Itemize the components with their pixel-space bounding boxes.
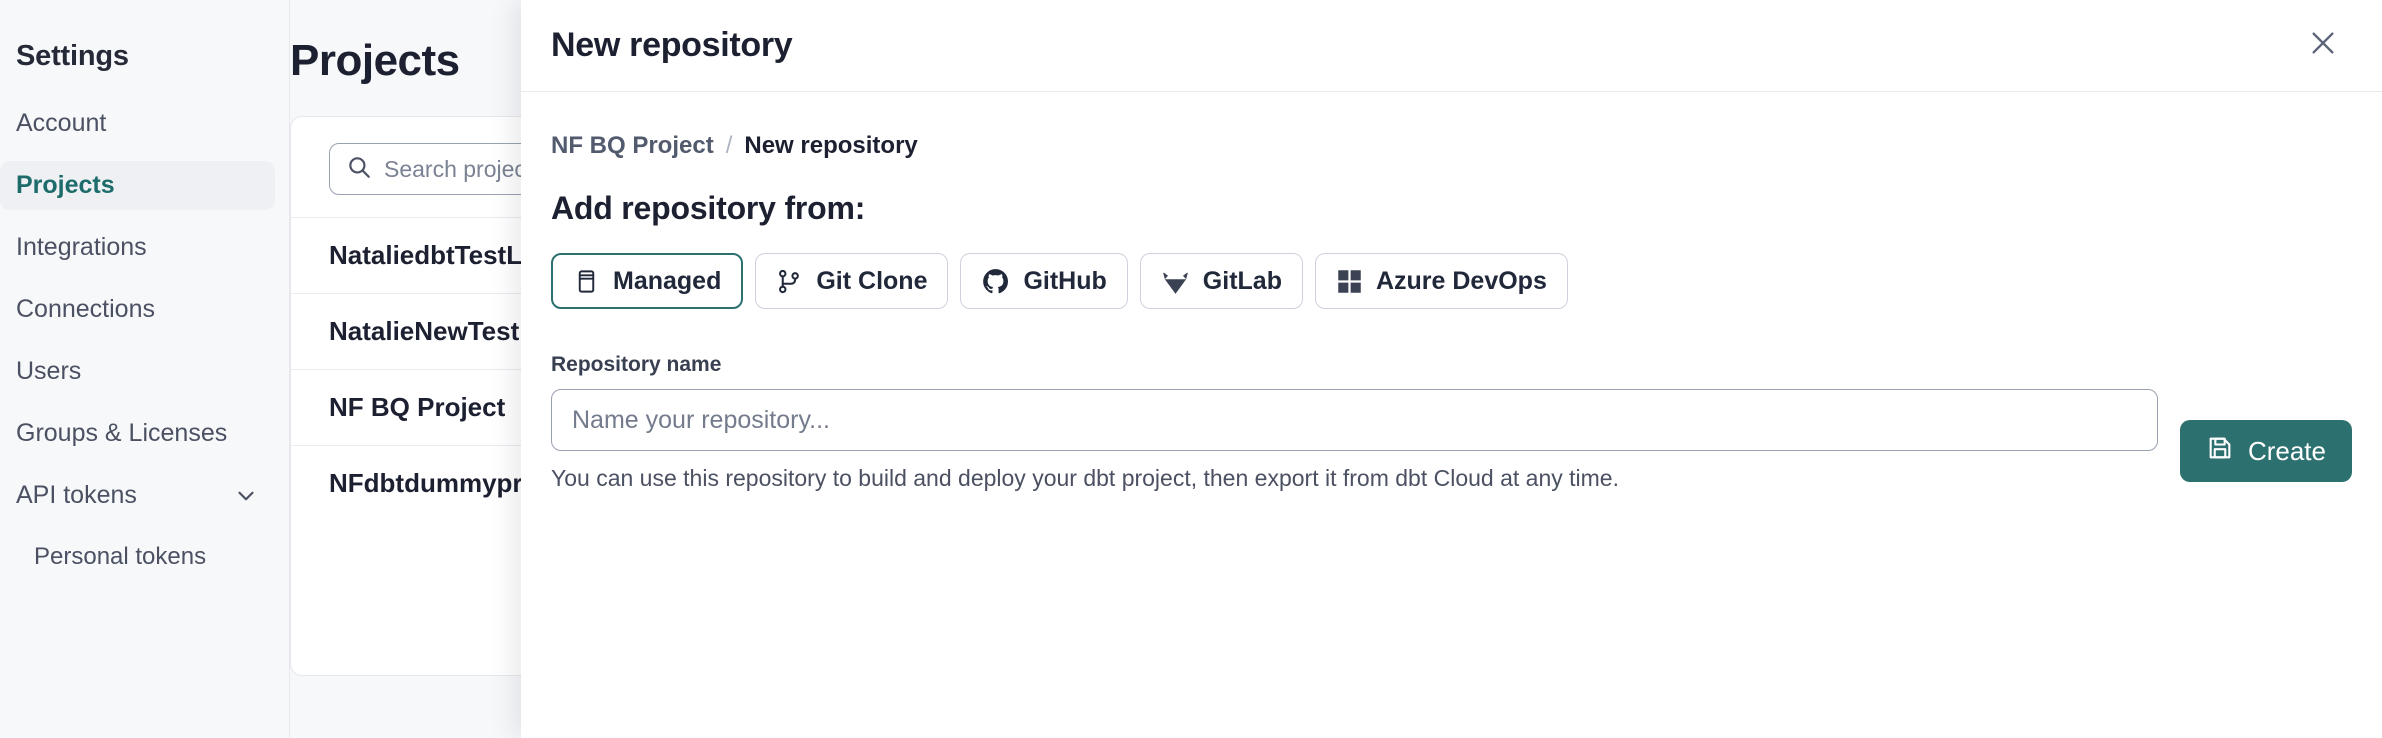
breadcrumb-parent-link[interactable]: NF BQ Project <box>551 132 714 159</box>
repository-name-label: Repository name <box>551 353 722 376</box>
repo-source-tab-managed[interactable]: Managed <box>551 253 744 309</box>
repo-source-tab-label: GitHub <box>1023 266 1107 295</box>
repo-source-tab-label: Managed <box>613 266 722 295</box>
close-button[interactable] <box>2300 23 2346 69</box>
drawer-body: NF BQ Project / New repository Add repos… <box>521 92 2382 738</box>
close-icon <box>2307 27 2339 64</box>
sidebar-item-label: API tokens <box>16 481 137 509</box>
repository-source-tabs: Managed Git Clone GitHub GitLab Azure DevOps <box>551 253 2352 309</box>
repo-source-tab-label: Git Clone <box>816 266 928 295</box>
sidebar-item-label: Projects <box>16 171 115 199</box>
page-title-wrap: Projects <box>290 36 2382 86</box>
repo-source-tab-azure-devops[interactable]: Azure DevOps <box>1314 253 1568 309</box>
repo-source-tab-github[interactable]: GitHub <box>960 253 1128 309</box>
sidebar-item-label: Users <box>16 357 82 385</box>
drawer-title: New repository <box>551 26 793 64</box>
new-repository-drawer: New repository NF BQ Project / New repos… <box>521 0 2382 738</box>
breadcrumb-separator: / <box>725 132 733 159</box>
repo-source-tab-label: Azure DevOps <box>1375 266 1547 295</box>
breadcrumb: NF BQ Project / New repository <box>551 132 2352 160</box>
repository-helper-text: You can use this repository to build and… <box>551 465 1619 491</box>
sidebar-item-label: Integrations <box>16 233 147 261</box>
sidebar-item-projects[interactable]: Projects <box>0 161 275 210</box>
create-button[interactable]: Create <box>2179 420 2352 482</box>
github-icon <box>981 267 1010 296</box>
azure-devops-icon <box>1336 268 1363 295</box>
gitlab-icon <box>1161 267 1190 296</box>
sidebar-title: Settings <box>16 40 129 72</box>
sidebar-item-personal-tokens[interactable]: Personal tokens <box>0 533 275 581</box>
search-icon <box>346 154 372 185</box>
sidebar-item-label: Connections <box>16 295 155 323</box>
sidebar-item-label: Account <box>16 109 107 137</box>
database-icon <box>573 268 600 295</box>
chevron-down-icon[interactable] <box>233 483 259 509</box>
save-icon <box>2206 434 2234 469</box>
sidebar-item-label: Personal tokens <box>34 543 207 570</box>
page-title: Projects <box>290 36 460 85</box>
sidebar-item-label: Groups & Licenses <box>16 419 228 447</box>
sidebar-item-account[interactable]: Account <box>0 99 275 148</box>
breadcrumb-current: New repository <box>744 132 918 159</box>
drawer-header: New repository <box>521 0 2382 92</box>
git-branch-icon <box>776 268 803 295</box>
repository-name-input[interactable] <box>551 389 2158 451</box>
sidebar-item-groups-licenses[interactable]: Groups & Licenses <box>0 409 275 458</box>
create-button-label: Create <box>2247 435 2326 466</box>
repo-source-tab-git-clone[interactable]: Git Clone <box>755 253 949 309</box>
sidebar-item-api-tokens[interactable]: API tokens <box>0 471 275 520</box>
section-heading: Add repository from: <box>551 190 866 226</box>
sidebar-item-connections[interactable]: Connections <box>0 285 275 334</box>
repo-source-tab-label: GitLab <box>1202 266 1282 295</box>
repository-name-col: You can use this repository to build and… <box>551 389 2158 492</box>
repository-name-field: Repository name You can use this reposit… <box>551 353 2352 492</box>
repository-name-row: You can use this repository to build and… <box>551 389 2352 492</box>
sidebar-item-users[interactable]: Users <box>0 347 275 396</box>
sidebar-item-integrations[interactable]: Integrations <box>0 223 275 272</box>
repo-source-tab-gitlab[interactable]: GitLab <box>1139 253 1303 309</box>
